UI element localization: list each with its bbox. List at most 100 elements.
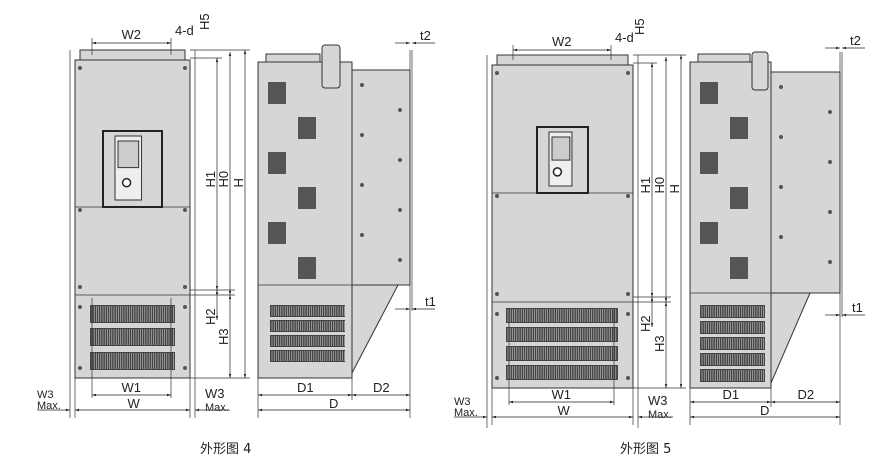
- dimension-label: t2: [850, 33, 861, 48]
- screw-hole: [183, 66, 187, 70]
- screw-hole: [495, 312, 499, 316]
- mounting-bracket: [770, 292, 811, 384]
- dimension-label: W3: [648, 393, 668, 408]
- component-block: [298, 257, 316, 279]
- component-block: [730, 117, 748, 139]
- component-block: [268, 82, 286, 104]
- screw-hole: [360, 233, 364, 237]
- louver-group: [700, 369, 765, 382]
- louver-group: [90, 352, 175, 370]
- keypad-display: [551, 136, 571, 161]
- screw-hole: [398, 158, 402, 162]
- screw-hole: [360, 133, 364, 137]
- dimension-label: H5: [632, 18, 647, 35]
- screw-hole: [779, 85, 783, 89]
- dimension-label: D1: [297, 380, 314, 395]
- component-block: [730, 257, 748, 279]
- component-block: [298, 187, 316, 209]
- dimension-label: H1: [203, 171, 218, 188]
- dimension-label: H1: [638, 177, 653, 194]
- louver-group: [270, 350, 345, 362]
- dimension-label: D: [760, 403, 769, 418]
- heatsink: [770, 71, 841, 294]
- dimension-label: Max.: [648, 409, 672, 421]
- dimension-label: H0: [652, 177, 667, 194]
- screw-hole: [398, 258, 402, 262]
- dimension-label: W3: [37, 389, 54, 401]
- dimension-label: H: [231, 178, 246, 187]
- side-view: [689, 51, 841, 389]
- dimension-label: W2: [552, 34, 572, 49]
- dimension-label: H5: [197, 13, 212, 30]
- screw-hole: [78, 66, 82, 70]
- keypad-dial: [552, 167, 563, 177]
- screw-hole: [828, 260, 832, 264]
- louver-group: [700, 321, 765, 334]
- louver-group: [700, 337, 765, 350]
- mount-hole-label: 4-d: [175, 23, 194, 38]
- screw-hole: [183, 285, 187, 289]
- screw-hole: [183, 305, 187, 309]
- louver-group: [506, 308, 618, 323]
- dimension-label: D: [329, 396, 338, 411]
- screw-hole: [626, 312, 630, 316]
- dimension-label: W3: [454, 396, 471, 408]
- keypad-display: [117, 140, 140, 169]
- front-view: [69, 49, 196, 418]
- screw-hole: [828, 210, 832, 214]
- component-block: [700, 152, 718, 174]
- dimension-label: H2: [638, 315, 653, 332]
- component-block: [268, 222, 286, 244]
- screw-hole: [779, 235, 783, 239]
- screw-hole: [626, 71, 630, 75]
- screw-hole: [779, 185, 783, 189]
- screw-hole: [360, 183, 364, 187]
- screw-hole: [626, 376, 630, 380]
- screw-hole: [495, 194, 499, 198]
- dimension-label: Max.: [205, 402, 229, 414]
- screw-hole: [495, 71, 499, 75]
- dimension-label: W: [128, 396, 141, 411]
- screw-hole: [828, 160, 832, 164]
- louver-group: [506, 346, 618, 361]
- louver-group: [700, 305, 765, 318]
- dimension-label: W: [558, 403, 571, 418]
- louver-group: [270, 305, 345, 317]
- top-vent: [79, 49, 186, 61]
- louver-panel: [506, 308, 618, 323]
- screw-hole: [779, 135, 783, 139]
- screw-hole: [398, 108, 402, 112]
- dimension-label: Max.: [454, 407, 478, 419]
- screw-hole: [495, 376, 499, 380]
- component-block: [700, 82, 718, 104]
- dimension-label: t2: [420, 28, 431, 43]
- dimension-label: D1: [723, 387, 740, 402]
- louver-group: [270, 320, 345, 332]
- louver-group: [700, 353, 765, 366]
- screw-hole: [78, 305, 82, 309]
- screw-hole: [398, 208, 402, 212]
- dimension-label: t1: [852, 300, 863, 315]
- figure-caption: 外形图 4: [200, 442, 251, 457]
- louver-panel: [506, 346, 618, 361]
- louver-panel: [506, 365, 618, 380]
- screw-hole: [183, 208, 187, 212]
- screw-hole: [78, 208, 82, 212]
- screw-hole: [78, 366, 82, 370]
- keypad-dial: [121, 177, 132, 188]
- mount-hole-label: 4-d: [615, 30, 634, 45]
- dimension-label: H0: [216, 171, 231, 188]
- dimension-label: H3: [216, 328, 231, 345]
- component-block: [268, 152, 286, 174]
- lifting-lug: [751, 51, 769, 91]
- side-view: [257, 44, 411, 379]
- lifting-lug: [321, 44, 341, 89]
- screw-hole: [495, 292, 499, 296]
- component-block: [700, 222, 718, 244]
- figure-caption: 外形图 5: [620, 442, 671, 457]
